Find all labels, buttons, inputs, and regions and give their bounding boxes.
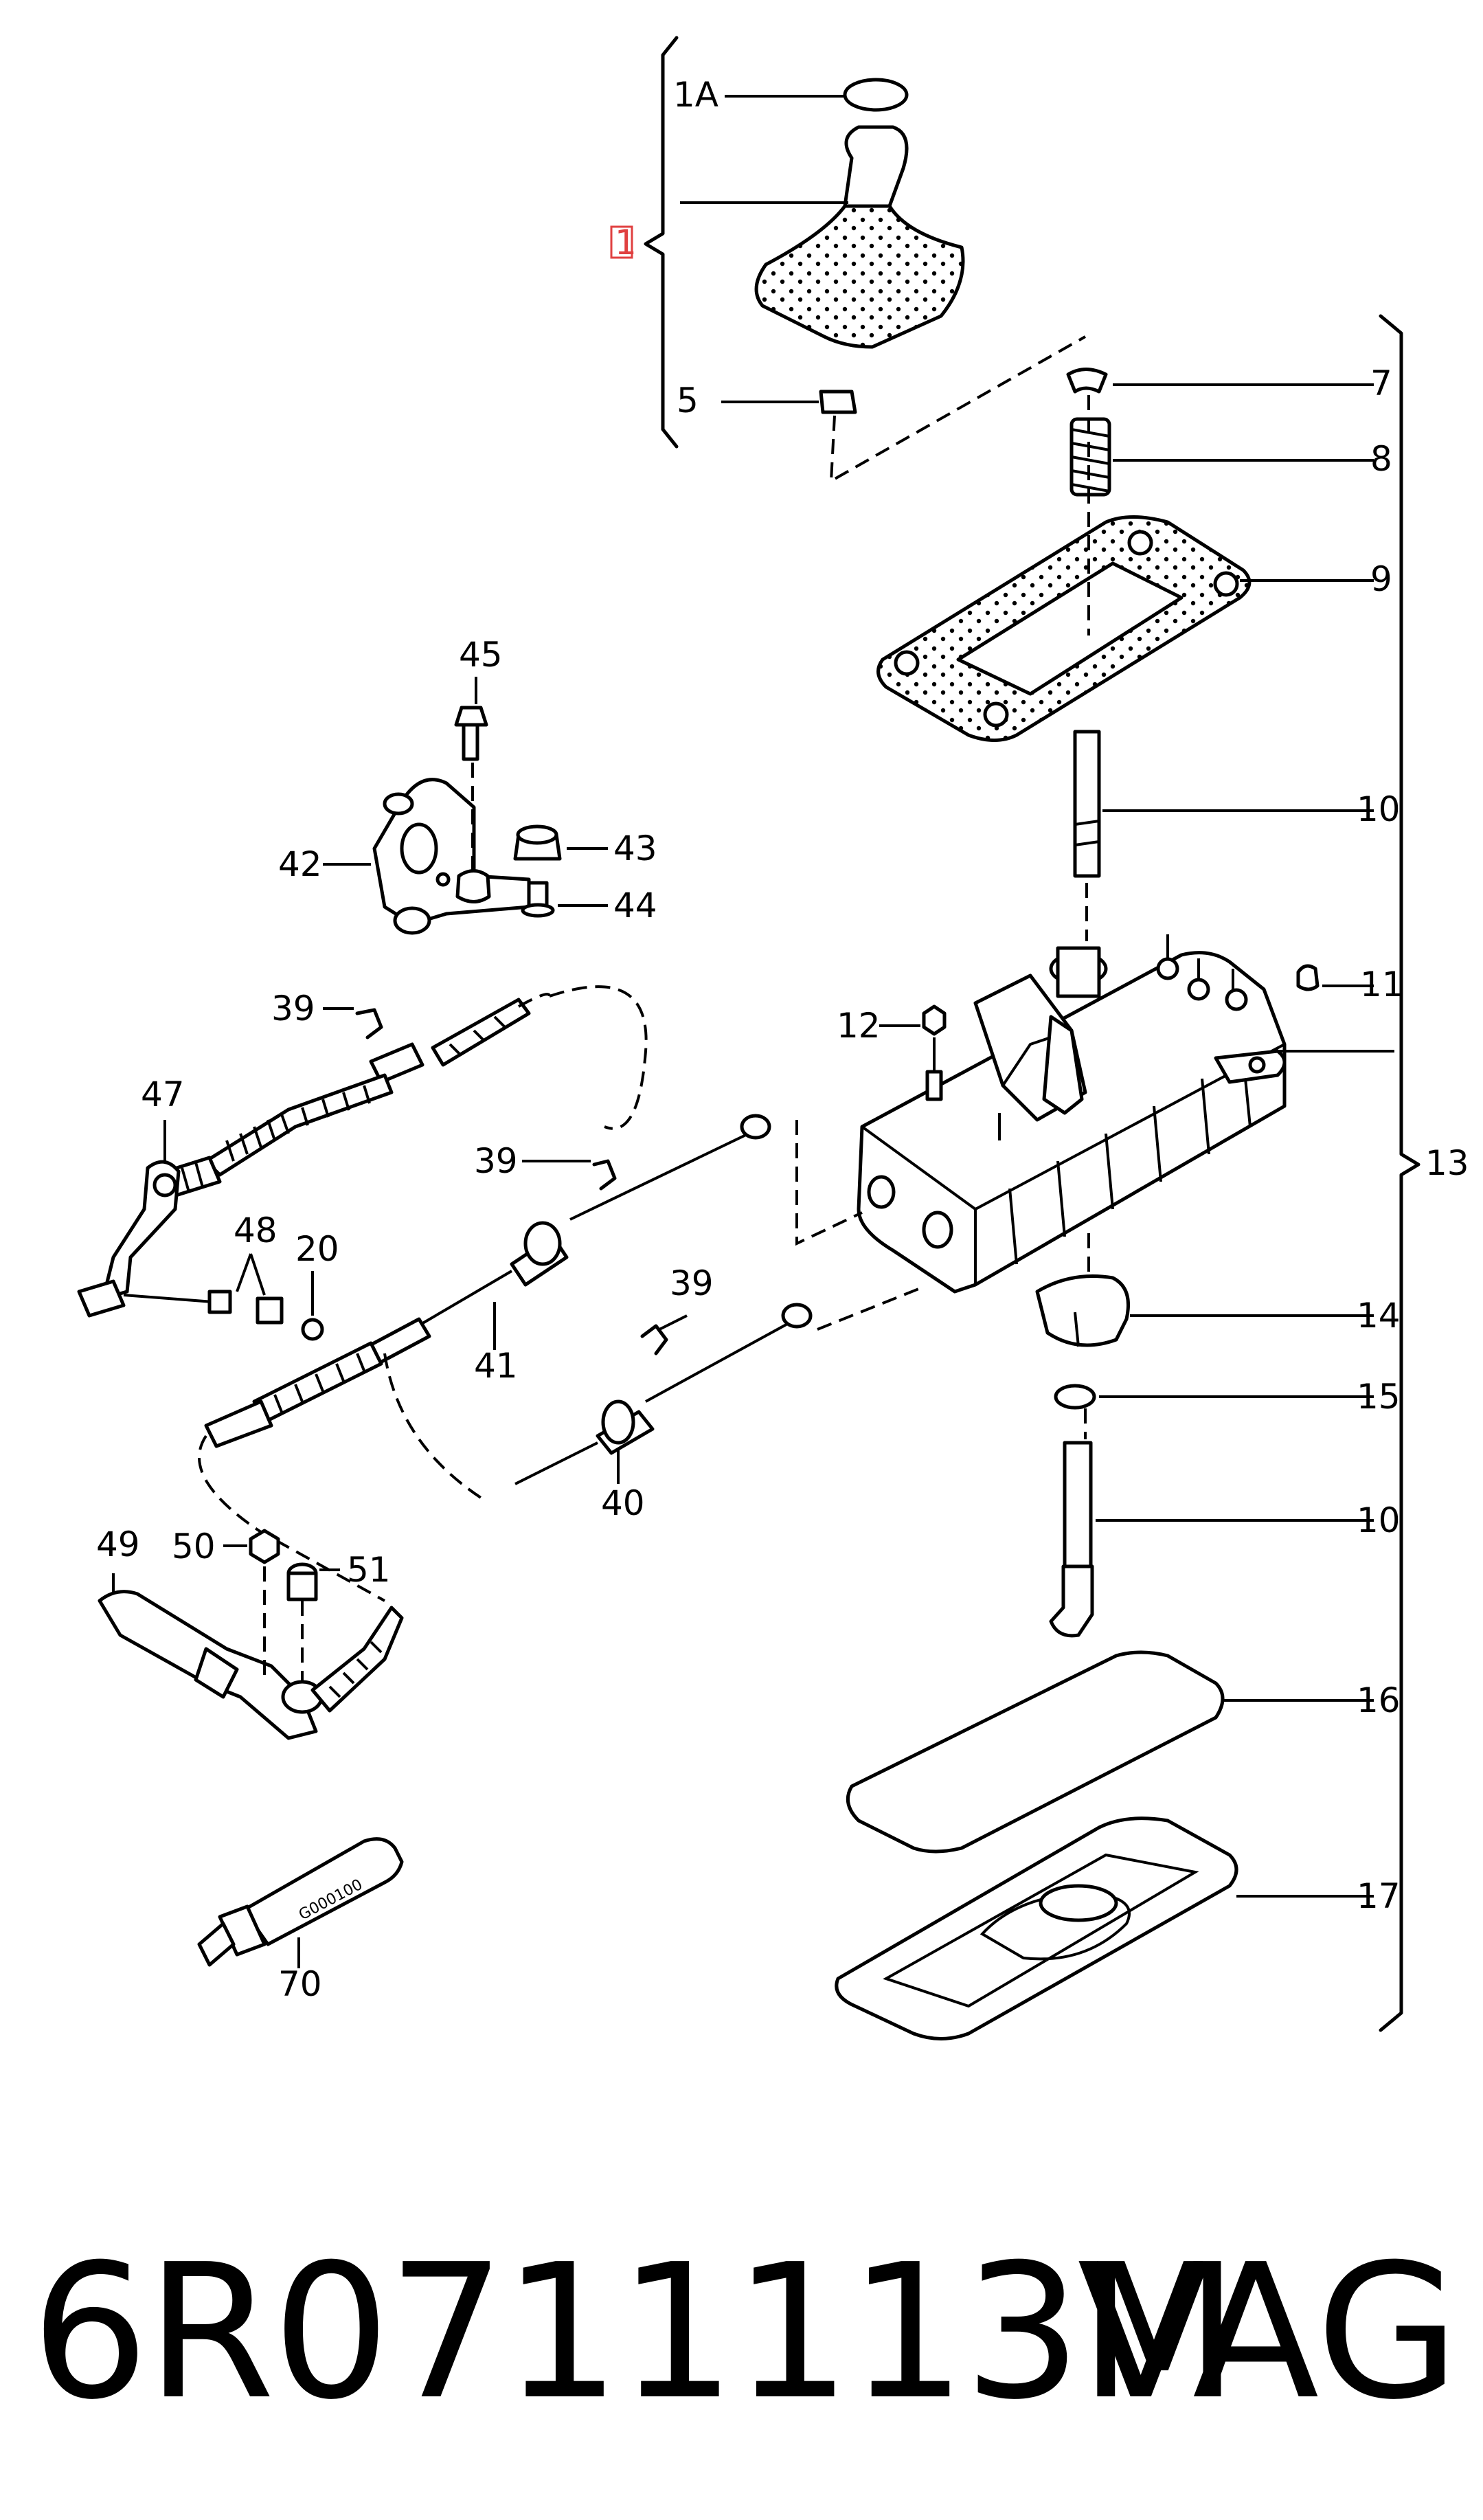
callout-13: 13 [1425, 1143, 1469, 1183]
callout-11: 11 [1360, 965, 1404, 1004]
grommet-45-lower [455, 869, 491, 903]
callout-41: 41 [474, 1346, 518, 1386]
nut-12[interactable] [922, 1004, 947, 1101]
callout-49: 49 [96, 1525, 140, 1564]
circlip-39-c[interactable] [640, 1324, 668, 1355]
gasket-9-opening [956, 561, 1184, 696]
callout-44: 44 [613, 886, 657, 925]
callout-10-lower: 10 [1357, 1500, 1401, 1540]
callout-14: 14 [1357, 1296, 1401, 1336]
callout-9: 9 [1370, 559, 1392, 599]
lower-stack [835, 1233, 1374, 2040]
callout-51: 51 [347, 1550, 391, 1590]
shift-cable-41[interactable] [152, 985, 648, 1201]
upper-stack [876, 368, 1374, 941]
shift-cable-middle[interactable] [198, 1114, 771, 1602]
callout-15: 15 [1357, 1377, 1401, 1417]
clip-11[interactable] [1296, 964, 1320, 991]
callout-39-lower: 39 [670, 1263, 714, 1303]
callout-39-upper: 39 [271, 989, 315, 1028]
callout-39-middle: 39 [474, 1141, 518, 1181]
selector-lever-49[interactable] [98, 1590, 404, 1740]
bolt-45[interactable] [454, 706, 488, 761]
bushing-14[interactable] [1035, 1274, 1130, 1347]
callout-5: 5 [677, 381, 699, 420]
callout-1A: 1A [673, 75, 718, 115]
shifter-housing[interactable] [857, 934, 1320, 1294]
callout-48: 48 [234, 1211, 278, 1250]
pin-44[interactable] [521, 881, 555, 918]
callout-42: 42 [278, 844, 322, 884]
bracket-13 [1379, 314, 1420, 2032]
shift-cable-40[interactable] [514, 1303, 813, 1485]
clip-5[interactable] [819, 390, 857, 414]
callout-40: 40 [601, 1483, 645, 1523]
bushing-51[interactable] [286, 1562, 318, 1683]
gasket-16[interactable] [846, 1650, 1225, 1854]
callout-8: 8 [1370, 439, 1392, 479]
callout-47: 47 [141, 1075, 185, 1114]
footer: 6R0711113M VAG [31, 2229, 1460, 2456]
gear-knob-group [644, 36, 1086, 484]
grease-tube-70[interactable]: G000100 [197, 1837, 404, 1967]
selector-lever-47[interactable] [77, 1160, 324, 1341]
bracket-1 [644, 36, 679, 449]
circlip-7[interactable] [1066, 368, 1108, 394]
shift-rod-10[interactable] [1073, 730, 1101, 878]
spring-8[interactable] [1069, 417, 1111, 497]
cable-bracket-42[interactable] [372, 778, 531, 935]
washer-15[interactable] [1054, 1384, 1096, 1410]
callout-50: 50 [172, 1527, 216, 1566]
callout-16: 16 [1357, 1680, 1401, 1720]
circlip-39-a[interactable] [355, 1008, 383, 1039]
callout-43: 43 [613, 829, 657, 868]
callout-12: 12 [837, 1006, 881, 1046]
callout-45: 45 [459, 635, 503, 675]
knob-boot-1[interactable] [754, 204, 965, 349]
callout-17: 17 [1357, 1876, 1401, 1916]
callout-20: 20 [295, 1229, 339, 1269]
callout-70: 70 [278, 1964, 322, 2004]
knob-cap-1A[interactable] [843, 78, 909, 112]
callout-10-upper: 10 [1357, 789, 1401, 829]
seal-plate-17[interactable] [835, 1816, 1238, 2040]
callout-1-highlight-box [610, 225, 633, 259]
callout-1: 1 [615, 223, 637, 262]
knob-grip-1[interactable] [843, 125, 909, 208]
callout-7: 7 [1370, 363, 1392, 403]
brand-name: VAG [1077, 2224, 1460, 2440]
part-number: 6R0711113M [31, 2224, 1239, 2440]
bushing-43[interactable] [513, 824, 562, 861]
circlip-39-b[interactable] [592, 1159, 617, 1191]
nut-50[interactable] [249, 1529, 280, 1683]
shift-rod-10-lower[interactable] [1049, 1441, 1094, 1638]
